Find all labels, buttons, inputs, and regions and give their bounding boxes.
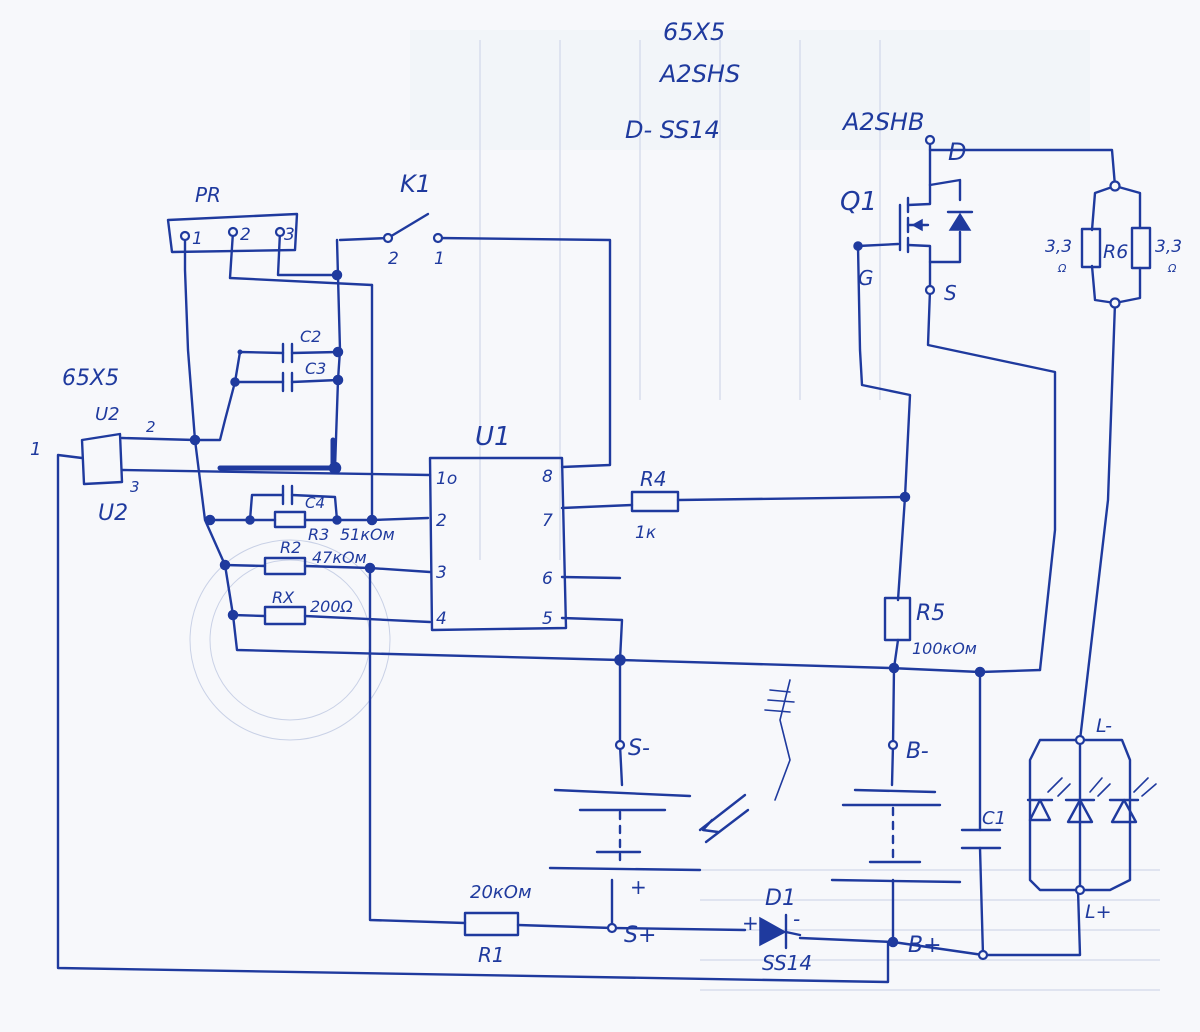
u1-pin4-label: 4	[436, 609, 447, 629]
battery-b	[830, 788, 962, 884]
source-label: S	[944, 281, 957, 305]
paper-bleed-through	[189, 30, 1160, 991]
regulator-u2	[80, 432, 124, 486]
r3-value-label: 51кОм	[340, 525, 395, 544]
d1-minus-label: -	[793, 907, 800, 931]
r6-left-unit-label: Ω	[1057, 262, 1067, 275]
drain-label: D	[948, 138, 966, 166]
r5-label: R5	[916, 601, 945, 626]
b-plus-label: B+	[908, 933, 942, 958]
rx-value-label: 200Ω	[310, 597, 354, 616]
u2-pin2-label: 2	[146, 418, 156, 436]
l-plus-label: L+	[1085, 901, 1112, 923]
battery-s	[548, 788, 702, 872]
r6-right-unit-label: Ω	[1167, 262, 1177, 275]
regulator-name-label: 65X5	[62, 366, 119, 391]
junction-dots	[189, 134, 1121, 961]
s-battery-plus-label: +	[630, 875, 647, 899]
header-line1: 65X5	[663, 18, 725, 46]
led-3	[1108, 798, 1140, 824]
u1-pin6-label: 6	[542, 569, 553, 589]
s-minus-label: S-	[628, 736, 650, 761]
u1-pin1-label: 1o	[436, 469, 457, 489]
gate-label: G	[858, 266, 874, 290]
k1-pin1-label: 1	[434, 249, 445, 269]
r2-label: R2	[280, 538, 301, 557]
c2-label: C2	[300, 327, 321, 346]
u1-pin8-label: 8	[542, 467, 553, 487]
diode-d1	[759, 913, 802, 950]
input-pin1-label: 1	[30, 439, 41, 460]
header-line2: A2SHS	[658, 60, 740, 88]
pr-label: PR	[195, 183, 221, 207]
d1-label: D1	[765, 886, 796, 911]
u1-pin2-label: 2	[436, 511, 447, 531]
c1-label: C1	[982, 808, 1006, 829]
resistors	[263, 226, 1152, 937]
l-minus-label: L-	[1096, 715, 1112, 737]
r6-left-value-label: 3,3	[1045, 237, 1072, 257]
u1-label: U1	[475, 422, 511, 452]
r6-label: R6	[1103, 241, 1128, 263]
q1-part-label: A2SHB	[841, 108, 924, 136]
rx-label: RX	[272, 588, 295, 607]
s-plus-label: S+	[624, 923, 656, 948]
r6-right-value-label: 3,3	[1155, 237, 1182, 257]
r4-label: R4	[640, 467, 667, 491]
pr-pin3-label: 3	[284, 225, 295, 245]
r5-value-label: 100кОм	[912, 639, 977, 658]
r4-value-label: 1к	[635, 523, 657, 543]
led-array	[1026, 777, 1157, 824]
capacitors-c2-c3-c4	[281, 342, 294, 506]
r1-value-label: 20кОм	[470, 882, 532, 903]
u2-pin3-label: 3	[130, 478, 140, 496]
wires	[56, 138, 1142, 984]
component-labels: A2SHB Q1 D G S PR 1 2 3 K1 2 1 C2 C3 C4 …	[30, 108, 1182, 975]
header-line3: D- SS14	[625, 116, 720, 144]
r2-value-label: 47кОм	[312, 548, 367, 567]
c3-label: C3	[305, 359, 326, 378]
pr-pin1-label: 1	[192, 229, 203, 249]
pr-connector	[166, 212, 299, 254]
r3-label: R3	[308, 525, 329, 544]
led-1	[1026, 798, 1054, 822]
k1-pin2-label: 2	[388, 249, 399, 269]
u2-bottom-label: U2	[98, 501, 128, 526]
pr-pin2-label: 2	[240, 225, 251, 245]
header-notes: 65X5 A2SHS D- SS14	[625, 18, 740, 144]
r1-label: R1	[478, 943, 505, 967]
u1-chip	[428, 456, 568, 632]
led-2	[1064, 798, 1096, 824]
mosfet-q1	[856, 148, 974, 292]
capacitor-c1	[960, 828, 1002, 850]
k1-label: K1	[400, 170, 431, 198]
d1-plus-label: +	[742, 911, 759, 935]
c4-label: C4	[305, 494, 325, 512]
u2-top-label: U2	[95, 404, 120, 425]
b-minus-label: B-	[906, 739, 929, 764]
u1-pin5-label: 5	[542, 609, 553, 629]
q1-label: Q1	[840, 187, 877, 217]
d1-type-label: SS14	[762, 951, 812, 975]
u1-pin3-label: 3	[436, 563, 447, 583]
u1-pin7-label: 7	[542, 511, 553, 531]
